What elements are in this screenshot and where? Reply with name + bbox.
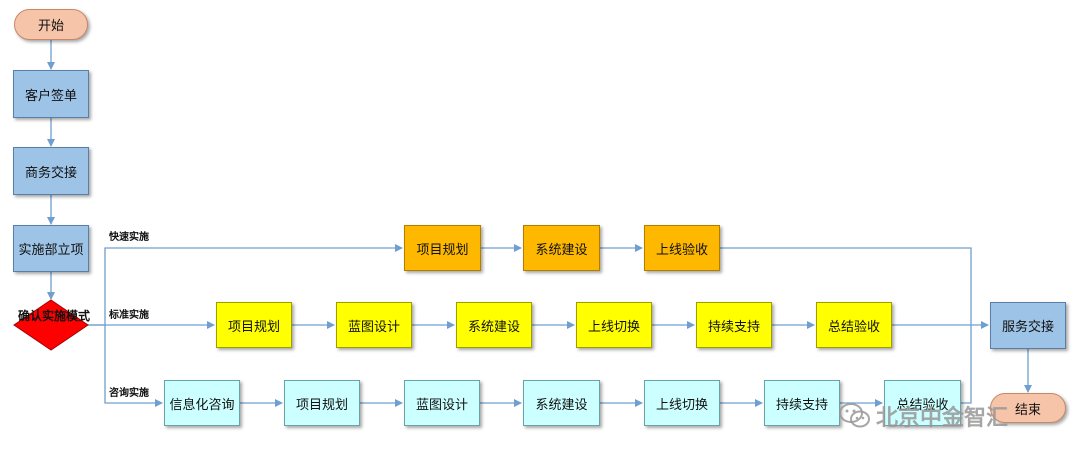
lane-label-consult: 咨询实施: [109, 388, 149, 399]
lane-label-standard: 标准实施: [109, 310, 149, 321]
std-step-project-planning: 项目规划: [216, 302, 292, 348]
step-project-setup: 实施部立项: [13, 225, 89, 272]
std-step-blueprint-design: 蓝图设计: [336, 302, 412, 348]
step-customer-sign: 客户签单: [13, 70, 89, 118]
watermark: 北京中金智汇: [838, 396, 1008, 436]
start-node: 开始: [14, 9, 88, 40]
step-service-handover: 服务交接: [990, 302, 1066, 349]
arrow-con-service: [961, 325, 972, 404]
fast-step-system-build: 系统建设: [523, 225, 600, 271]
std-step-ongoing-support: 持续支持: [696, 302, 772, 348]
arrow-fast-service: [720, 247, 972, 325]
fast-step-launch-acceptance: 上线验收: [644, 225, 720, 271]
con-step-final-acceptance: 总结验收: [884, 380, 961, 426]
arrow-decide-consult: [104, 325, 163, 407]
std-step-final-acceptance: 总结验收: [816, 302, 892, 348]
con-step-ongoing-support: 持续支持: [764, 380, 840, 426]
con-step-go-live-switch: 上线切换: [644, 380, 720, 426]
decision-diamond: [13, 299, 89, 351]
step-business-handover: 商务交接: [13, 147, 89, 195]
con-step-it-consulting: 信息化咨询: [164, 380, 240, 426]
watermark-text: 北京中金智汇: [876, 406, 1009, 431]
fast-step-project-planning: 项目规划: [404, 225, 481, 271]
end-node: 结束: [990, 393, 1066, 423]
std-step-system-build: 系统建设: [456, 302, 532, 348]
con-step-project-planning: 项目规划: [284, 380, 360, 426]
decision-label: 确认实施模式: [18, 309, 91, 323]
wechat-icon: [839, 403, 870, 428]
lane-label-fast: 快速实施: [109, 232, 149, 243]
std-step-go-live-switch: 上线切换: [576, 302, 652, 348]
con-step-blueprint-design: 蓝图设计: [404, 380, 480, 426]
con-step-system-build: 系统建设: [523, 380, 600, 426]
